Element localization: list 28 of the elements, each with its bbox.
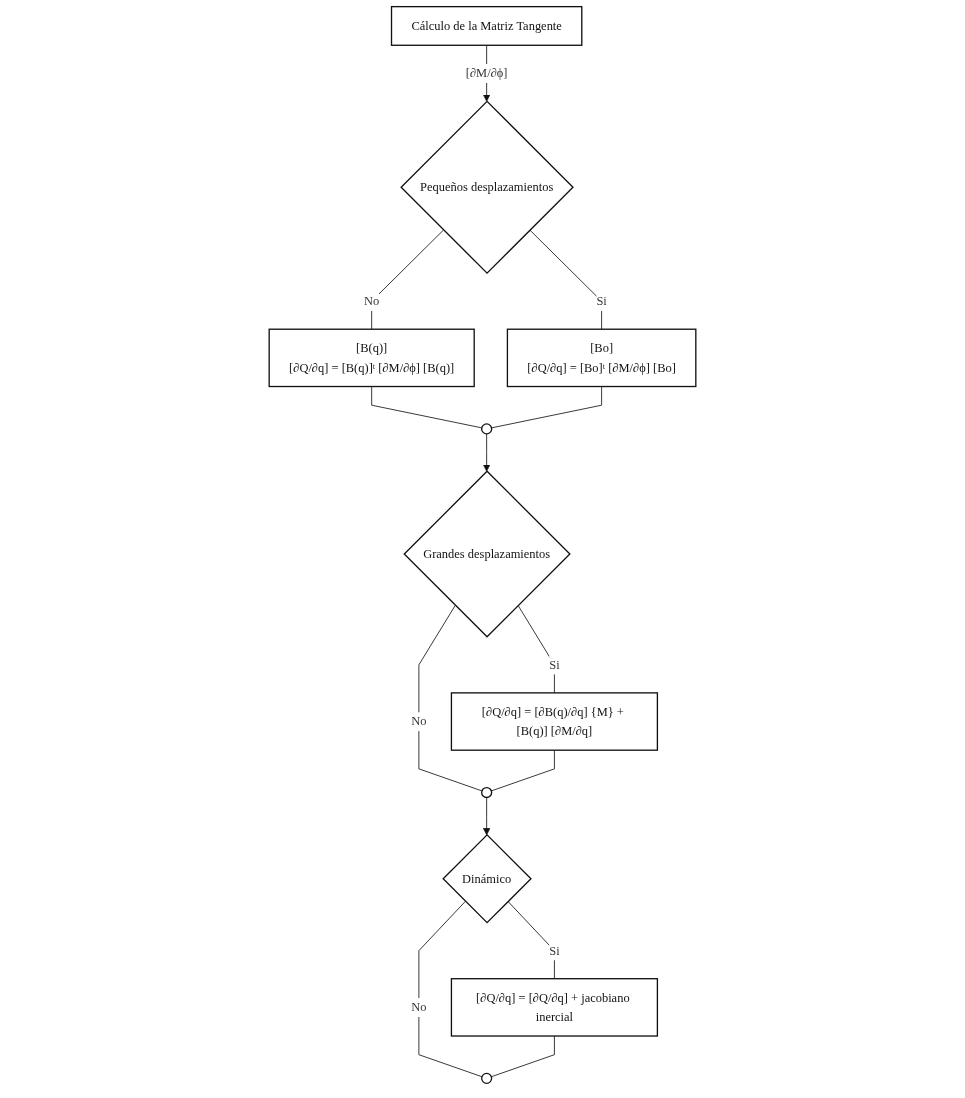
connector	[418, 605, 483, 792]
node-circle	[481, 1072, 493, 1085]
edge-label: No	[411, 714, 427, 728]
connector	[529, 229, 603, 330]
connector	[491, 386, 603, 429]
edge-label: Si	[549, 658, 560, 672]
connector	[490, 749, 555, 792]
node-diamond: Grandes desplazamientos	[403, 470, 571, 638]
connector	[371, 229, 444, 330]
edge-label: Si	[549, 943, 560, 958]
node-box: [B(q)] [∂Q/∂q] = [B(q)]ᵗ [∂M/∂ϕ] [B(q)]	[268, 328, 475, 388]
node-diamond: Dinámico	[442, 833, 532, 924]
edge-label: No	[411, 1000, 427, 1014]
node-box: [Bo] [∂Q/∂q] = [Bo]ᵗ [∂M/∂ϕ] [Bo]	[506, 328, 697, 388]
connector	[418, 900, 483, 1078]
connector	[490, 1035, 555, 1078]
node-box: [∂Q/∂q] = [∂B(q)/∂q] {M} + [B(q)] [∂M/∂q]	[450, 692, 659, 751]
node-box: [∂Q/∂q] = [∂Q/∂q] + jacobiano inercial	[450, 978, 659, 1037]
connector	[371, 386, 483, 429]
node-box: Cálculo de la Matriz Tangente	[390, 5, 583, 46]
node-circle	[481, 786, 493, 799]
edge-label: No	[364, 294, 380, 308]
node-diamond: Pequeños desplazamientos	[400, 100, 574, 275]
connector	[517, 605, 555, 694]
node-circle	[481, 423, 493, 435]
edge-label: Si	[596, 294, 607, 308]
connector	[507, 900, 555, 980]
edge-label: [∂M/∂ϕ]	[465, 66, 508, 80]
